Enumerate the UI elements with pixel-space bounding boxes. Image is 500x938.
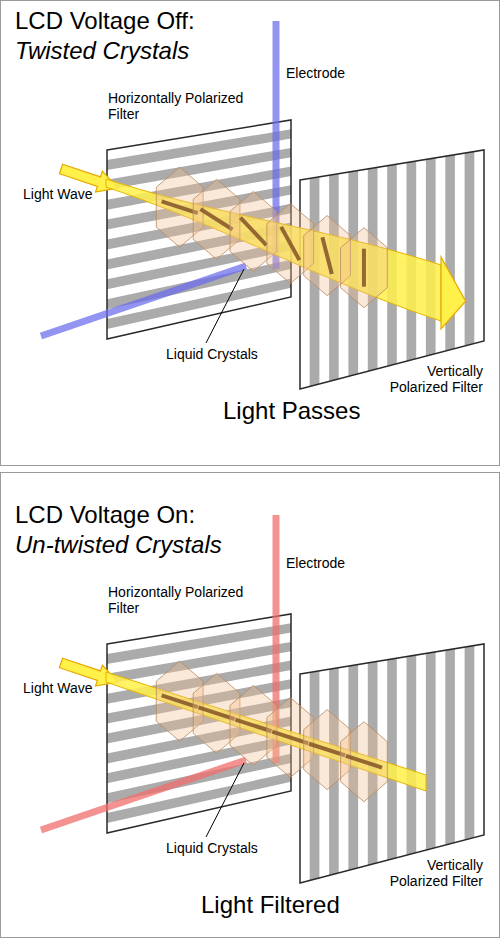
panel-subtitle: Twisted Crystals (15, 37, 189, 65)
diagram-panel: LCD Voltage On:Un-twisted CrystalsLight … (0, 472, 500, 938)
filter-shape (299, 643, 485, 885)
polarizing-filter: Horizontally Polarized Filter (106, 119, 292, 341)
part-label: Electrode (286, 555, 345, 571)
filter-outline (107, 614, 291, 833)
filter-outline (300, 644, 484, 883)
polarizer-stripe (348, 665, 358, 871)
part-label: Light Wave (23, 186, 93, 202)
result-caption: Light Passes (223, 397, 360, 425)
filter-label: Horizontally Polarized Filter (108, 584, 273, 616)
polarizer-stripe (310, 177, 320, 387)
polarizer-stripe (426, 158, 436, 356)
filter-shape (106, 119, 292, 341)
part-label: Light Wave (23, 680, 93, 696)
polarizer-stripe (348, 171, 358, 377)
panel-subtitle: Un-twisted Crystals (15, 531, 222, 559)
polarizer-stripe (445, 155, 455, 351)
polarizer-stripe (387, 164, 397, 366)
polarizing-filter: Vertically Polarized Filter (299, 643, 485, 885)
polarizer-stripe (465, 646, 475, 841)
polarizer-stripe (310, 671, 320, 881)
polarizer-stripe (465, 152, 475, 347)
polarizer-stripe (329, 668, 339, 876)
filter-outline (300, 150, 484, 389)
filter-fill (300, 150, 484, 389)
filter-shape (299, 149, 485, 391)
polarizer-stripe (426, 652, 436, 850)
polarizer-stripe (387, 658, 397, 860)
part-label: Liquid Crystals (166, 346, 258, 362)
polarizer-stripe (407, 655, 417, 855)
filter-outline (107, 120, 291, 339)
diagram-panel: LCD Voltage Off:Twisted CrystalsLight Pa… (0, 0, 500, 466)
panel-title: LCD Voltage Off: (15, 7, 195, 35)
filter-label: Horizontally Polarized Filter (108, 90, 273, 122)
polarizer-stripe (407, 161, 417, 361)
polarizer-stripe (368, 167, 378, 371)
polarizer-stripe (445, 649, 455, 845)
polarizer-stripe (329, 174, 339, 382)
filter-label: Vertically Polarized Filter (373, 857, 483, 889)
polarizer-stripe (368, 661, 378, 865)
filter-shape (106, 613, 292, 835)
filter-fill (300, 644, 484, 883)
polarizing-filter: Horizontally Polarized Filter (106, 613, 292, 835)
filter-fill (107, 120, 291, 339)
part-label: Liquid Crystals (166, 840, 258, 856)
panel-title: LCD Voltage On: (15, 501, 195, 529)
polarizing-filter: Vertically Polarized Filter (299, 149, 485, 391)
result-caption: Light Filtered (201, 891, 340, 919)
filter-label: Vertically Polarized Filter (373, 363, 483, 395)
part-label: Electrode (286, 65, 345, 81)
filter-fill (107, 614, 291, 833)
